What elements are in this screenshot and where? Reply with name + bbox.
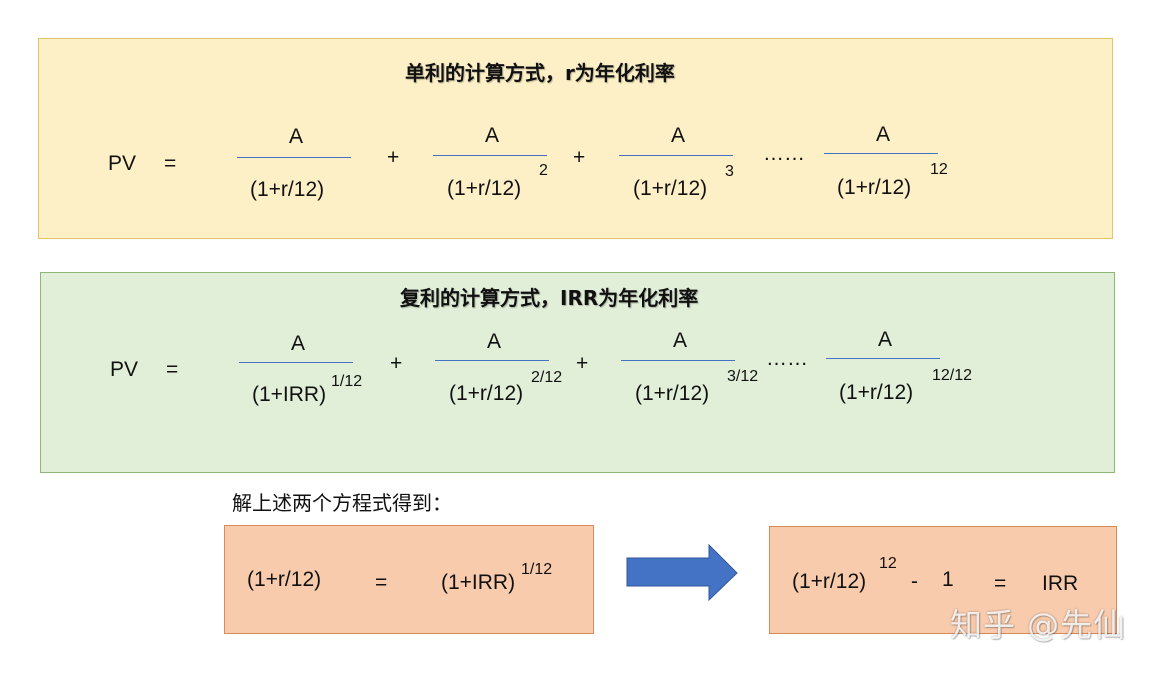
ellipsis: ……	[766, 347, 808, 370]
term3-fraction-bar	[619, 155, 733, 156]
term1-numerator: A	[289, 125, 304, 148]
plus-sign-2: +	[573, 146, 586, 169]
ellipsis: ……	[763, 142, 805, 165]
term1-numerator: A	[291, 332, 306, 355]
term3-denominator: (1+r/12)	[633, 177, 708, 200]
term2-numerator: A	[485, 124, 500, 147]
irr-result-panel: (1+r/12) 12 - 1 = IRR	[769, 526, 1117, 634]
term3-exponent: 3/12	[727, 368, 759, 385]
irr-equals-sign: =	[994, 572, 1007, 595]
term2-exponent: 2/12	[531, 369, 563, 386]
term12-exponent: 12	[930, 161, 948, 178]
term2-exponent: 2	[539, 162, 548, 179]
term1-fraction-bar	[239, 362, 353, 363]
zhihu-watermark: 知乎 @先仙	[950, 606, 1127, 644]
term12-denominator: (1+r/12)	[839, 381, 914, 404]
term2-denominator: (1+r/12)	[449, 382, 524, 405]
irr-lhs: (1+r/12)	[792, 570, 867, 593]
term1-denominator: (1+r/12)	[250, 178, 325, 201]
equals-sign: =	[166, 358, 179, 381]
term12-exponent: 12/12	[932, 367, 973, 384]
term12-fraction-bar	[826, 358, 940, 359]
term12-numerator: A	[878, 328, 893, 351]
one-constant: 1	[942, 568, 954, 591]
simple-interest-title: 单利的计算方式，r为年化利率	[405, 61, 675, 85]
minus-sign: -	[911, 570, 918, 593]
equals-sign: =	[164, 152, 177, 175]
irr-lhs-exponent: 12	[879, 555, 897, 572]
compound-interest-panel: 复利的计算方式，IRR为年化利率 PV = A (1+IRR) 1/12 + A…	[40, 272, 1115, 473]
result-lhs: (1+r/12)	[247, 568, 322, 591]
term12-numerator: A	[876, 123, 891, 146]
term12-denominator: (1+r/12)	[837, 176, 912, 199]
result-equals-sign: =	[375, 571, 388, 594]
term1-exponent: 1/12	[331, 373, 363, 390]
term2-numerator: A	[487, 330, 502, 353]
plus-sign-1: +	[390, 352, 403, 375]
term3-denominator: (1+r/12)	[635, 382, 710, 405]
result-rhs-exponent: 1/12	[521, 561, 553, 578]
pv-label: PV	[110, 358, 139, 381]
term12-fraction-bar	[824, 153, 938, 154]
simple-interest-panel: 单利的计算方式，r为年化利率 PV = A (1+r/12) + A (1+r/…	[38, 38, 1113, 239]
plus-sign-2: +	[576, 352, 589, 375]
compound-interest-title: 复利的计算方式，IRR为年化利率	[400, 286, 699, 310]
term3-numerator: A	[673, 329, 688, 352]
result-rhs: (1+IRR)	[441, 571, 516, 594]
irr-rhs: IRR	[1042, 572, 1079, 595]
term3-fraction-bar	[621, 360, 735, 361]
term2-denominator: (1+r/12)	[447, 177, 522, 200]
term1-denominator: (1+IRR)	[252, 383, 327, 406]
pv-label: PV	[108, 152, 137, 175]
plus-sign-1: +	[387, 146, 400, 169]
solve-caption: 解上述两个方程式得到：	[232, 491, 452, 515]
right-arrow-icon	[626, 544, 738, 602]
term2-fraction-bar	[433, 155, 547, 156]
term3-numerator: A	[671, 124, 686, 147]
result-equation-panel: (1+r/12) = (1+IRR) 1/12	[224, 525, 594, 634]
term2-fraction-bar	[435, 360, 549, 361]
term3-exponent: 3	[725, 163, 734, 180]
term1-fraction-bar	[237, 157, 351, 158]
